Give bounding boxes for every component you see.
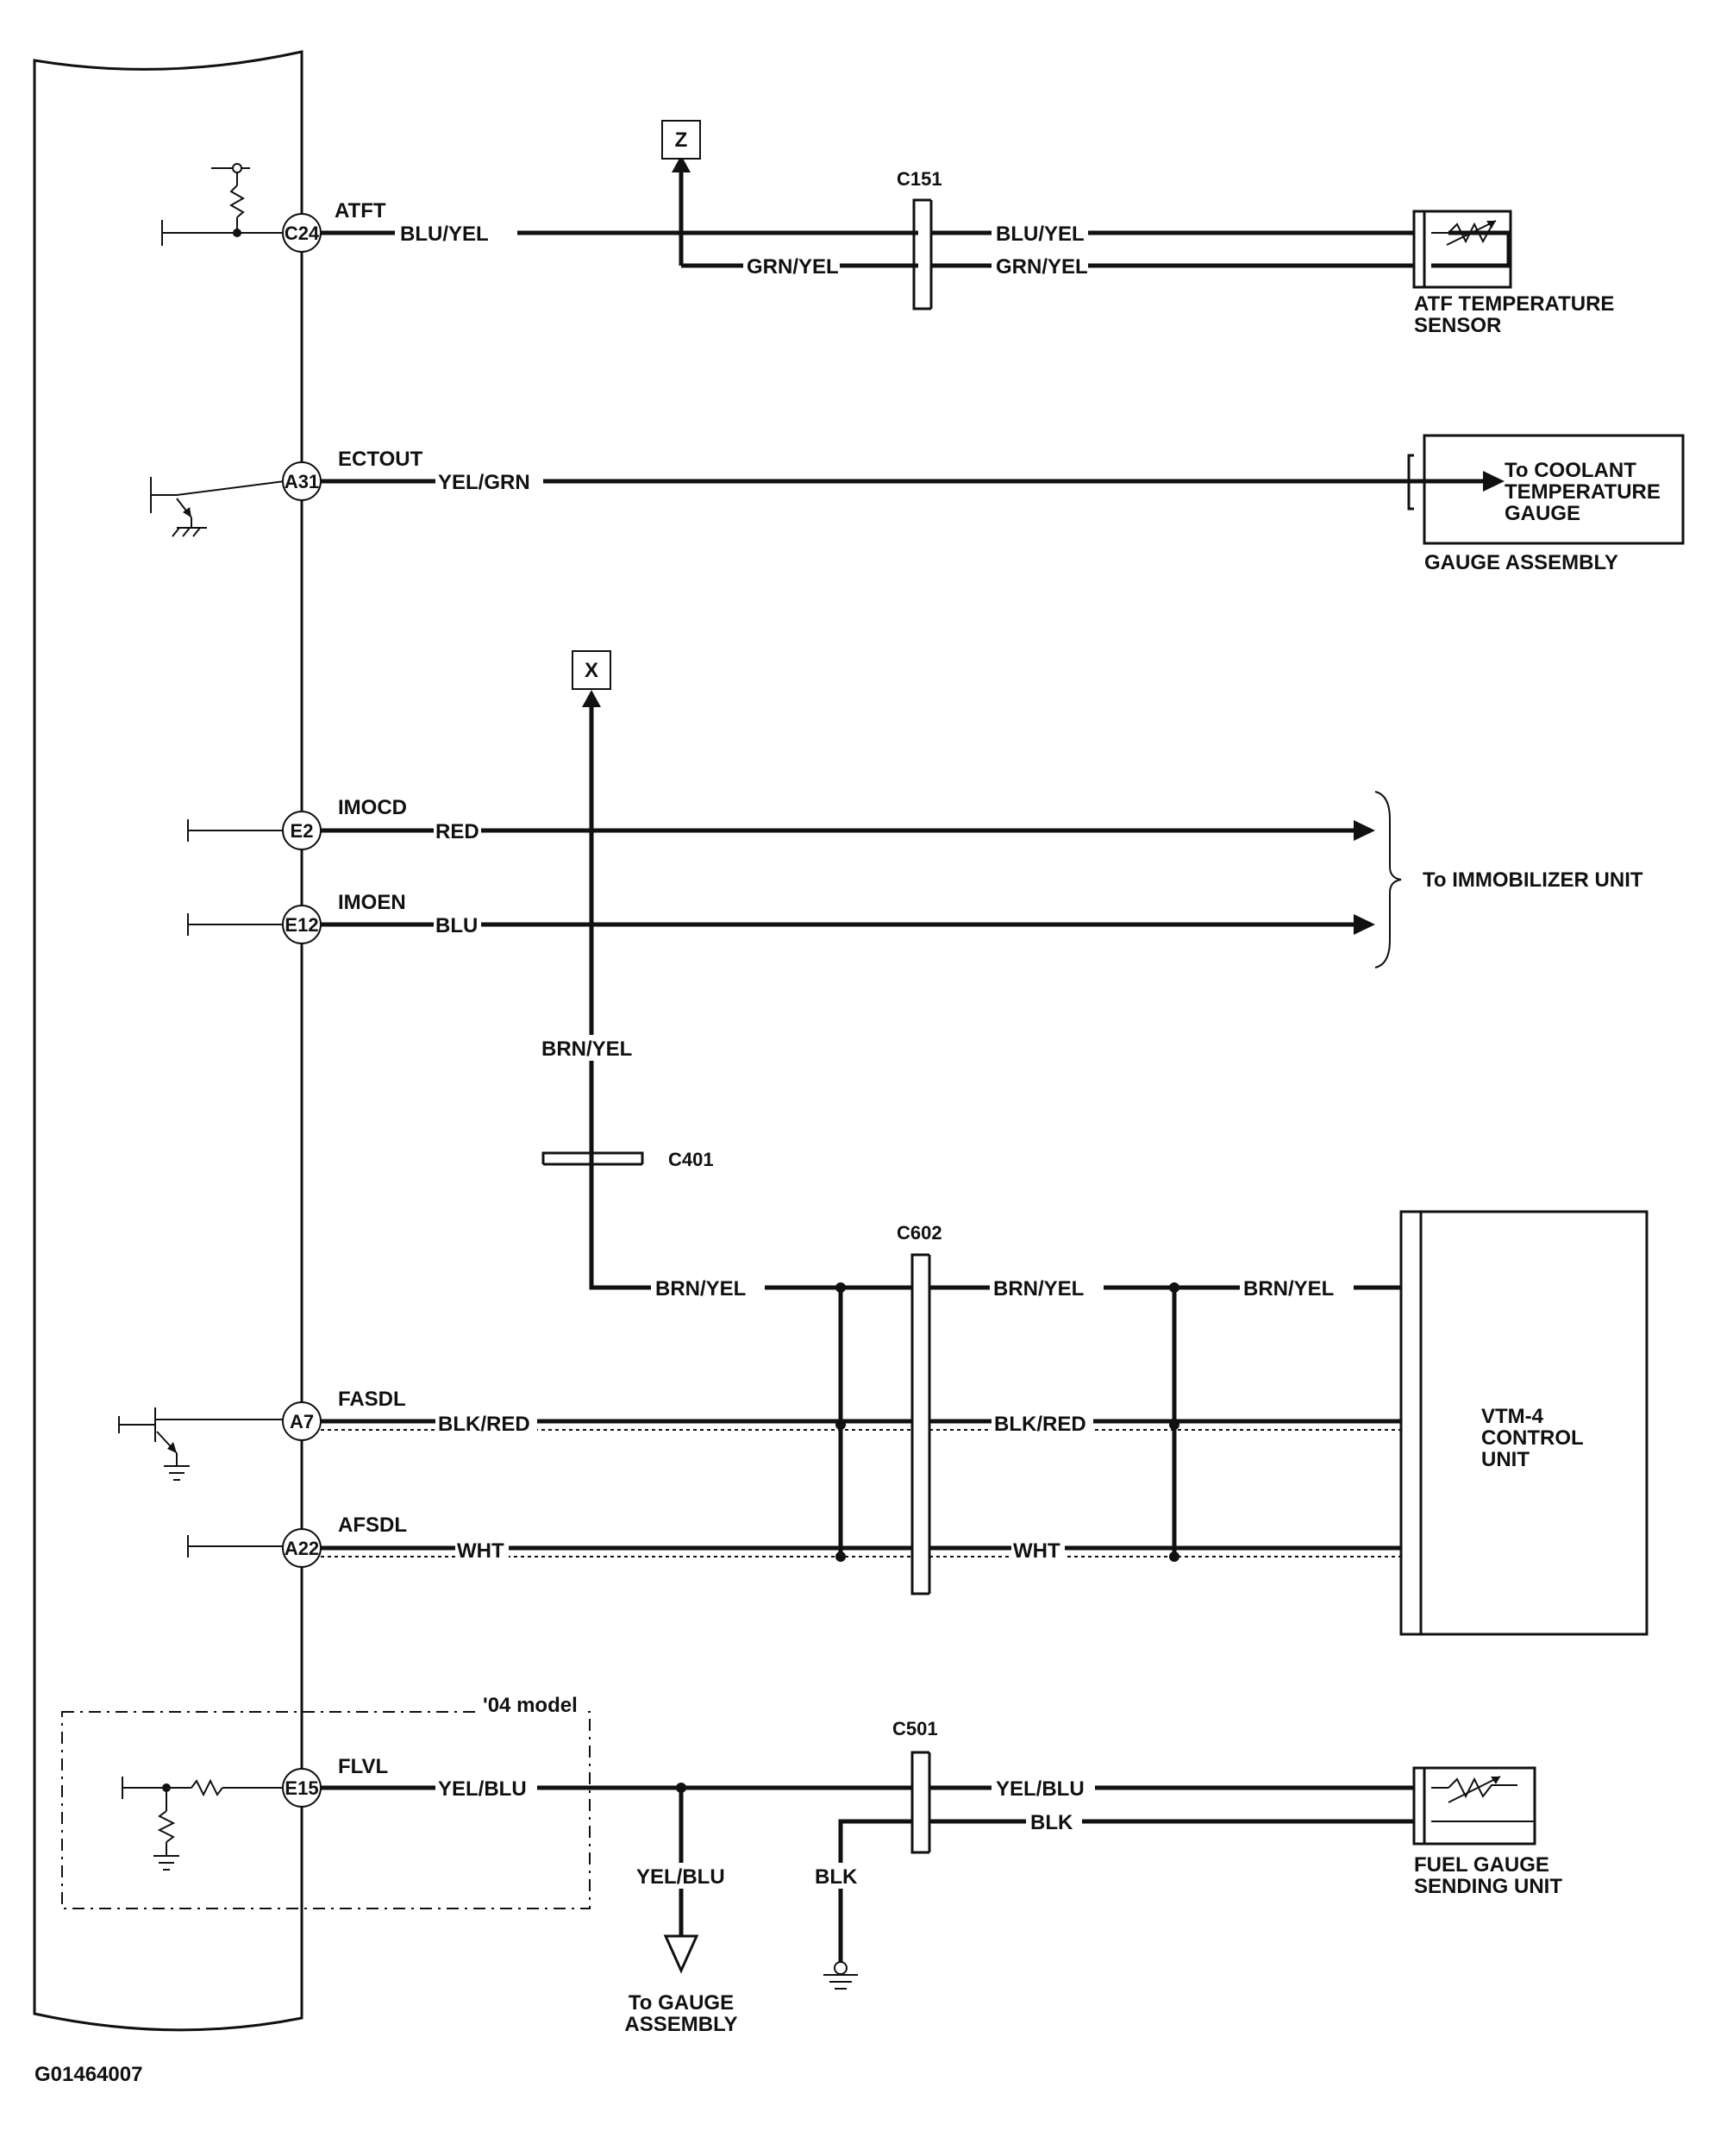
splice-bus-left [835, 1282, 846, 1562]
wire-label-yel-blu-2: YEL/BLU [636, 1865, 725, 1889]
vtm4-label-2: CONTROL [1481, 1426, 1584, 1450]
fuel-gauge-sending-unit [1412, 1766, 1536, 1846]
pin-a31-label: A31 [285, 471, 319, 492]
wire-label-blk-red-1: BLK/RED [438, 1413, 530, 1436]
connector-c602: C602 [897, 1222, 942, 1244]
pin-a22-label: A22 [285, 1538, 319, 1559]
coolant-gauge-label-3: GAUGE [1505, 502, 1580, 525]
fuel-unit-label-2: SENDING UNIT [1414, 1875, 1562, 1898]
pin-a7-label: A7 [290, 1411, 314, 1432]
wire-label-yel-grn: YEL/GRN [438, 471, 530, 494]
wire-label-blk-1: BLK [815, 1865, 858, 1889]
signal-atft: ATFT [335, 199, 386, 222]
row-flvl: E15 FLVL YEL/BLU YEL/BLU To GAUGE ASSEMB… [122, 1755, 912, 2036]
connector-c501: C501 [892, 1718, 938, 1739]
gauge-assembly-box [1423, 434, 1685, 545]
fuel-unit-label-1: FUEL GAUGE [1414, 1853, 1549, 1877]
signal-afsdl: AFSDL [338, 1514, 407, 1537]
atf-temperature-sensor [1412, 210, 1512, 289]
signal-fasdl: FASDL [338, 1388, 406, 1411]
gauge-assembly-label: GAUGE ASSEMBLY [1424, 551, 1618, 574]
row-imocd: E2 IMOCD RED [187, 796, 1375, 850]
ecm-body-outline [33, 50, 303, 2032]
wire-label-blu-yel-1: BLU/YEL [400, 222, 489, 246]
wire-label-blk-2: BLK [1030, 1811, 1073, 1834]
wire-label-brn-yel-2: BRN/YEL [655, 1277, 746, 1300]
ref-z: Z [675, 128, 688, 152]
atf-sensor-label-1: ATF TEMPERATURE [1414, 292, 1614, 316]
row-atft: C24 ATFT BLU/YEL Z GRN/YEL C151 BLU/YEL … [161, 120, 1614, 337]
ref-box-z [661, 120, 701, 160]
atf-sensor-label-2: SENSOR [1414, 314, 1501, 337]
model-04-label: '04 model [483, 1694, 578, 1717]
figure-id: G01464007 [34, 2063, 142, 2086]
ref-x: X [585, 659, 598, 682]
wire-label-grn-yel-2: GRN/YEL [996, 255, 1088, 279]
wire-label-blu-yel-2: BLU/YEL [996, 222, 1085, 246]
signal-imoen: IMOEN [338, 891, 406, 914]
wire-label-brn-yel-3: BRN/YEL [993, 1277, 1084, 1300]
vtm4-label-3: UNIT [1481, 1448, 1530, 1471]
row-imoen: E12 IMOEN BLU [187, 891, 1375, 944]
vtm4-control-unit [1399, 1210, 1649, 1636]
wire-label-yel-blu-1: YEL/BLU [438, 1777, 527, 1801]
row-blk-ground: BLK [810, 1819, 912, 1990]
pin-e2-label: E2 [291, 820, 314, 842]
pin-c24-label: C24 [285, 222, 320, 244]
to-gauge-label-2: ASSEMBLY [624, 2013, 737, 2036]
pin-e15-label: E15 [285, 1777, 318, 1799]
signal-imocd: IMOCD [338, 796, 407, 819]
to-gauge-label-1: To GAUGE [629, 1991, 734, 2015]
immobilizer-brace [1374, 791, 1402, 968]
connector-c401: C401 [668, 1149, 714, 1170]
immobilizer-label: To IMMOBILIZER UNIT [1423, 868, 1643, 892]
wire-label-red: RED [435, 820, 479, 843]
row-fasdl: A7 FASDL BLK/RED BLK/RED [118, 1388, 1401, 1481]
coolant-gauge-label-1: To COOLANT [1505, 459, 1636, 482]
signal-ectout: ECTOUT [338, 448, 423, 471]
wire-label-wht-1: WHT [457, 1539, 504, 1563]
to-gauge-arrow [663, 1934, 699, 1974]
wire-label-brn-yel-4: BRN/YEL [1243, 1277, 1334, 1300]
pin-e12-label: E12 [285, 914, 318, 936]
ref-box-x [572, 650, 611, 690]
wire-label-grn-yel-1: GRN/YEL [747, 255, 839, 279]
wire-label-yel-blu-3: YEL/BLU [996, 1777, 1085, 1801]
vtm4-label-1: VTM-4 [1481, 1405, 1544, 1428]
wire-label-wht-2: WHT [1013, 1539, 1060, 1563]
row-brn-yel-vtm: BRN/YEL BRN/YEL BRN/YEL [651, 1275, 1401, 1300]
connector-c501-body [910, 1751, 931, 1854]
signal-flvl: FLVL [338, 1755, 388, 1778]
connector-c602-body [910, 1253, 931, 1595]
wire-label-brn-yel-1: BRN/YEL [541, 1037, 632, 1061]
connector-c151: C151 [897, 168, 942, 190]
row-ectout: A31 ECTOUT YEL/GRN To COOLANT TEMPERATUR… [150, 434, 1685, 574]
model-04-box [61, 1711, 591, 1909]
row-afsdl: A22 AFSDL WHT WHT [187, 1514, 1401, 1568]
wire-label-blu: BLU [435, 914, 478, 937]
coolant-gauge-label-2: TEMPERATURE [1505, 480, 1661, 504]
splice-bus-right [1169, 1282, 1179, 1562]
wire-label-blk-red-2: BLK/RED [994, 1413, 1086, 1436]
